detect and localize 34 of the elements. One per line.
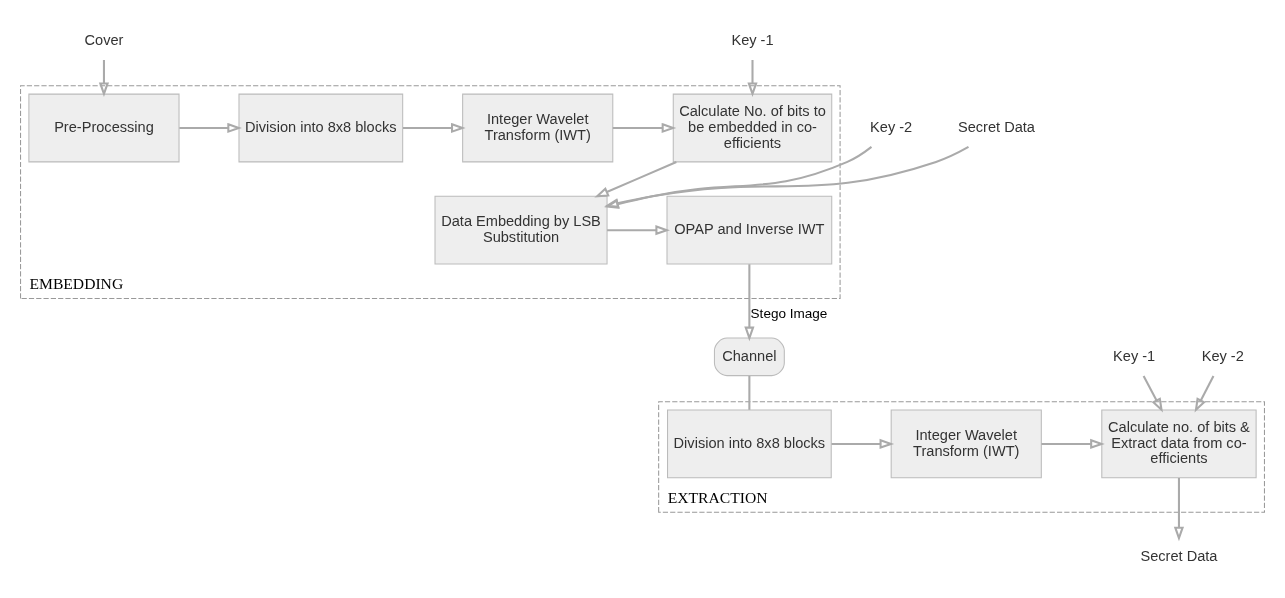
node-text: Key -2 xyxy=(1201,347,1244,364)
node-text: Key -1 xyxy=(731,31,774,48)
node-text: Cover xyxy=(84,31,124,48)
edge-label: Stego Image xyxy=(750,305,828,321)
arrow xyxy=(831,438,895,450)
arrow xyxy=(1173,478,1185,542)
arrow xyxy=(747,60,758,98)
node-box: Division into 8x8 blocks xyxy=(667,409,832,479)
node-box: Division into 8x8 blocks xyxy=(238,93,404,163)
arrow xyxy=(1041,438,1105,450)
node-box: Calculate no. of bits & Extract data from co-efficients xyxy=(1101,409,1257,479)
node-box: Pre-Processing xyxy=(28,93,180,163)
arrow xyxy=(98,60,110,98)
node-text: Secret Data xyxy=(957,118,1035,135)
node-text: Key -1 xyxy=(1113,347,1156,364)
node-box: Data Embedding by LSB Substitution xyxy=(434,195,608,265)
arrow xyxy=(403,122,466,134)
node-box: Channel xyxy=(713,337,785,377)
arrow xyxy=(594,161,677,198)
arrow xyxy=(607,225,670,236)
arrow xyxy=(604,145,969,209)
arrow xyxy=(1142,375,1163,413)
node-box: Calculate No. of bits to be embedded in co-efficients xyxy=(672,93,833,163)
connector xyxy=(748,375,751,410)
node-box: Integer Wavelet Transform (IWT) xyxy=(890,409,1042,479)
node-text: Secret Data xyxy=(1140,547,1218,564)
arrow xyxy=(744,264,755,342)
arrow xyxy=(179,122,242,134)
node-text: Key -2 xyxy=(870,118,913,135)
arrow xyxy=(612,122,677,134)
node-box: OPAP and Inverse IWT xyxy=(666,195,833,265)
node-box: Integer Wavelet Transform (IWT) xyxy=(462,93,614,163)
arrow xyxy=(1194,375,1215,413)
arrow xyxy=(604,146,873,209)
